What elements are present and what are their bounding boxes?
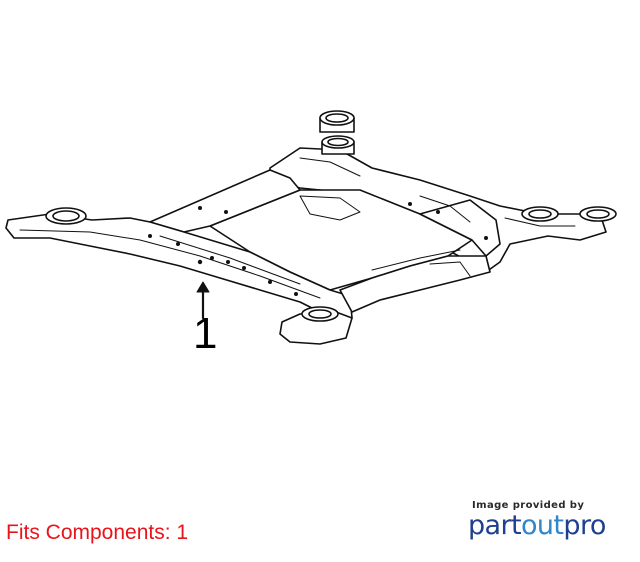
lower-rail: [339, 255, 491, 313]
subframe-diagram: [5, 110, 617, 345]
mount-rear-second: [321, 135, 355, 155]
mount-right-a: [521, 206, 559, 222]
partoutpro-logo: partoutpro: [468, 510, 606, 542]
mount-left: [45, 207, 87, 225]
fits-components-text: Fits Components: 1: [6, 521, 189, 544]
mount-front-right: [301, 306, 339, 322]
logo-out-text: out: [520, 510, 564, 541]
callout-arrow: [196, 281, 210, 320]
callout-number: 1: [193, 309, 218, 358]
logo-pro-text: pro: [563, 510, 606, 541]
image-provided-by-label: Image provided by: [472, 500, 585, 511]
right-rail: [419, 199, 501, 257]
mount-rear-top: [319, 110, 355, 133]
logo-part-text: part: [468, 510, 522, 541]
mount-right-b: [579, 206, 617, 222]
